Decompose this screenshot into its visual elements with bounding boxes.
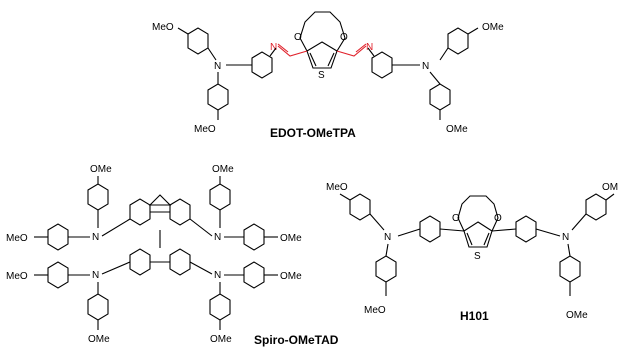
imine-n-right: N (366, 42, 373, 53)
structure-spiro-ometad: N N N N OMe MeO OMe OMe MeO OMe (6, 164, 339, 347)
edot-top-oxygen-left: O (294, 32, 302, 43)
ome-upper-right: OMe (482, 22, 504, 33)
h101-oxygen-left: O (452, 213, 460, 224)
spiro-ome-3: OMe (212, 164, 234, 175)
spiro-ome-4: OMe (280, 233, 302, 244)
spiro-ome-2: MeO (6, 233, 28, 244)
edot-top-sulfur: S (318, 70, 325, 81)
spiro-ome-1: OMe (90, 164, 112, 175)
h101-ome-upper-left: MeO (326, 182, 348, 193)
spiro-n-lower-left: N (92, 270, 99, 281)
edot-n-left: N (214, 61, 221, 72)
h101-ome-lower-left: MeO (364, 305, 386, 316)
spiro-n-upper-right: N (214, 232, 221, 243)
h101-n-right: N (562, 232, 569, 243)
spiro-ome-5: MeO (6, 271, 28, 282)
edot-n-right: N (422, 61, 429, 72)
structure-h101: O O S N MeO MeO N OM OMe H101 (326, 182, 618, 323)
h101-oxygen-right: O (494, 213, 502, 224)
compound-label-h101: H101 (460, 309, 489, 323)
spiro-n-lower-right: N (214, 270, 221, 281)
edot-top-oxygen-right: O (340, 32, 348, 43)
h101-ome-lower-right: OMe (566, 310, 588, 321)
spiro-ome-8: OMe (210, 334, 232, 345)
ome-lower-left: MeO (194, 124, 216, 135)
ome-upper-left: MeO (152, 22, 174, 33)
spiro-ome-7: OMe (280, 271, 302, 282)
h101-ome-upper-right: OM (602, 182, 618, 193)
spiro-n-upper-left: N (92, 232, 99, 243)
ome-lower-right: OMe (446, 124, 468, 135)
compound-label-spiro-ometad: Spiro-OMeTAD (254, 333, 339, 347)
h101-n-left: N (384, 232, 391, 243)
imine-n-left: N (270, 42, 277, 53)
h101-sulfur: S (474, 251, 481, 262)
spiro-ome-6: OMe (88, 334, 110, 345)
compound-label-edot-ometpa: EDOT-OMeTPA (270, 126, 356, 140)
structure-edot-ometpa: O O S N N N MeO MeO N OMe (152, 11, 504, 140)
